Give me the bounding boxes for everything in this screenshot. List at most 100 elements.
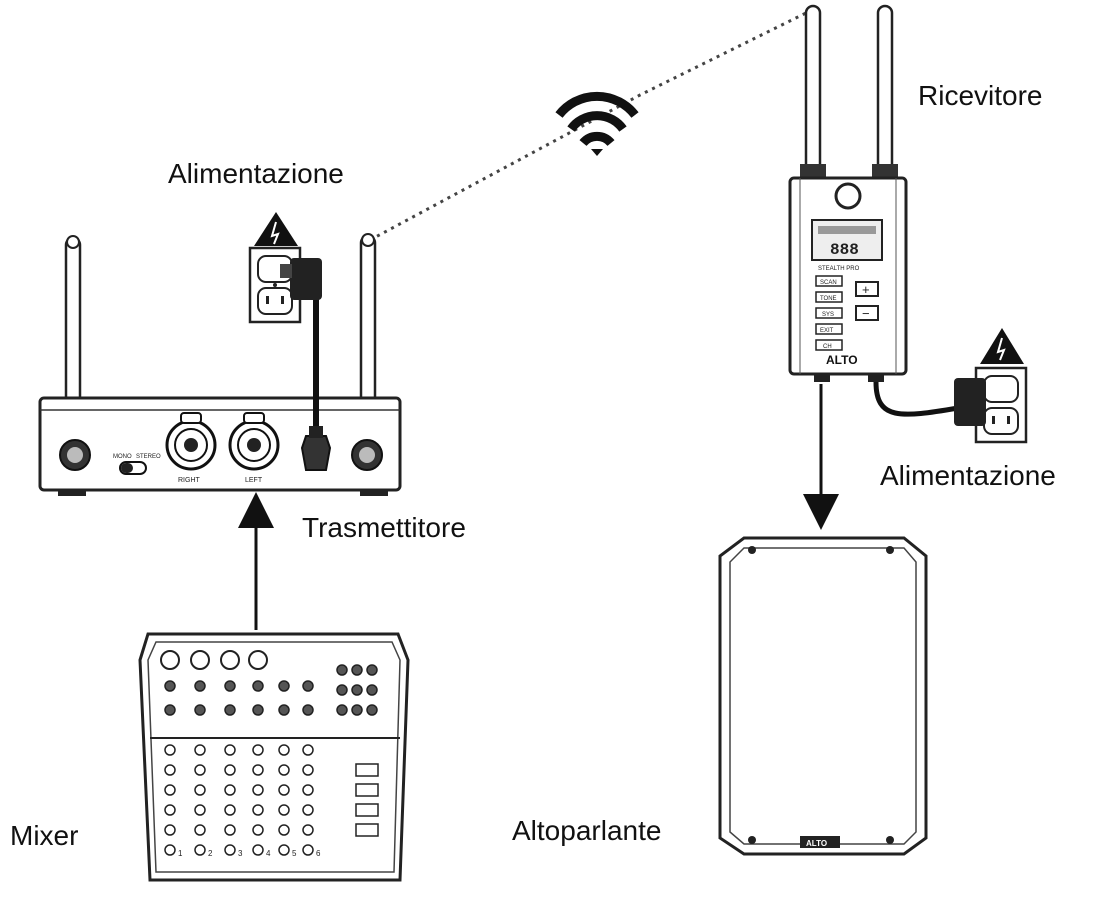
mixer-knob[interactable] (278, 804, 290, 816)
mixer-knob[interactable] (366, 684, 378, 696)
mixer-knob[interactable] (302, 744, 314, 756)
mixer-knob[interactable] (366, 664, 378, 676)
minus-button[interactable]: − (855, 305, 879, 321)
mixer-knob[interactable] (194, 764, 206, 776)
receiver-label: Ricevitore (918, 80, 1043, 111)
mixer-knob[interactable] (164, 824, 176, 836)
speaker-unit: ALTO (718, 536, 928, 856)
lcd-digits: 888 (830, 241, 859, 259)
wireless-link-line (369, 10, 809, 242)
mixer-channel-number: 3 (238, 849, 243, 858)
mixer-knob[interactable] (194, 844, 206, 856)
mixer-knob[interactable] (194, 784, 206, 796)
mixer-knob[interactable] (252, 764, 264, 776)
mixer-knob[interactable] (252, 704, 264, 716)
mixer-knob[interactable] (164, 844, 176, 856)
svg-text:TONE: TONE (820, 296, 837, 302)
mixer-xlr-input[interactable] (220, 650, 240, 670)
output-jack-left[interactable] (228, 412, 280, 471)
mixer-knob[interactable] (224, 844, 236, 856)
mixer-knob[interactable] (278, 784, 290, 796)
receiver-unit: 888 STEALTH PRO SCAN TONE SYS EXIT CH + (788, 4, 908, 382)
mixer-knob[interactable] (302, 704, 314, 716)
receiver-button-scan[interactable]: SCAN (815, 275, 843, 287)
mixer-button[interactable] (355, 803, 379, 817)
mixer-knob[interactable] (252, 784, 264, 796)
warning-icon (254, 212, 298, 246)
mixer-knob[interactable] (302, 764, 314, 776)
mixer-knob[interactable] (351, 664, 363, 676)
mixer-button[interactable] (355, 783, 379, 797)
mixer-knob[interactable] (336, 704, 348, 716)
mixer-knob[interactable] (224, 744, 236, 756)
mixer-knob[interactable] (224, 680, 236, 692)
mixer-knob[interactable] (278, 824, 290, 836)
mixer-knob[interactable] (194, 824, 206, 836)
mixer-knob[interactable] (336, 684, 348, 696)
svg-text:−: − (862, 306, 870, 321)
mixer-knob[interactable] (224, 704, 236, 716)
receiver-button-ch[interactable]: CH (815, 339, 843, 351)
mixer-knob[interactable] (164, 704, 176, 716)
mixer-xlr-input[interactable] (160, 650, 180, 670)
mixer-knob[interactable] (164, 744, 176, 756)
mixer-knob[interactable] (194, 704, 206, 716)
mixer-knob[interactable] (224, 764, 236, 776)
mixer-knob[interactable] (164, 784, 176, 796)
volume-knob[interactable] (834, 182, 862, 210)
mixer-knob[interactable] (252, 824, 264, 836)
receiver-button-exit[interactable]: EXIT (815, 323, 843, 335)
receiver-logo: ALTO (826, 353, 858, 367)
mixer-knob[interactable] (252, 680, 264, 692)
mixer-knob[interactable] (224, 824, 236, 836)
mixer-xlr-input[interactable] (190, 650, 210, 670)
mixer-knob[interactable] (351, 704, 363, 716)
mixer-knob[interactable] (278, 704, 290, 716)
mixer-knob[interactable] (164, 804, 176, 816)
mixer-knob[interactable] (302, 680, 314, 692)
model-label: STEALTH PRO (818, 266, 860, 272)
svg-text:EXIT: EXIT (820, 328, 834, 334)
mixer-button[interactable] (355, 763, 379, 777)
mixer-knob[interactable] (164, 680, 176, 692)
mixer-knob[interactable] (278, 680, 290, 692)
mixer-knob[interactable] (302, 804, 314, 816)
mixer-channel-number: 2 (208, 849, 213, 858)
receiver-button-tone[interactable]: TONE (815, 291, 843, 303)
mixer-knob[interactable] (194, 744, 206, 756)
mixer-knob[interactable] (252, 744, 264, 756)
mixer-label: Mixer (10, 820, 79, 851)
mono-stereo-switch[interactable] (119, 461, 147, 475)
mixer-controls[interactable] (160, 650, 379, 856)
mixer-knob[interactable] (302, 844, 314, 856)
mixer-channel-number: 1 (178, 849, 183, 858)
mixer-channel-number: 6 (316, 849, 321, 858)
mixer-knob[interactable] (194, 680, 206, 692)
mixer-knob[interactable] (164, 764, 176, 776)
receiver-button-sys[interactable]: SYS (815, 307, 843, 319)
mixer-knob[interactable] (278, 744, 290, 756)
mixer-knob[interactable] (194, 804, 206, 816)
mixer-knob[interactable] (252, 844, 264, 856)
mixer-knob[interactable] (224, 784, 236, 796)
mixer-knob[interactable] (252, 804, 264, 816)
mixer-knob[interactable] (302, 784, 314, 796)
jack-left-label: LEFT (245, 477, 263, 484)
warning-icon-right (980, 328, 1024, 364)
mixer-knob[interactable] (366, 704, 378, 716)
mixer-knob[interactable] (302, 824, 314, 836)
plus-button[interactable]: + (855, 281, 879, 297)
output-jack-right[interactable] (165, 412, 217, 471)
mixer-knob[interactable] (336, 664, 348, 676)
mixer-button[interactable] (355, 823, 379, 837)
mixer-knob[interactable] (278, 764, 290, 776)
mixer-knob[interactable] (351, 684, 363, 696)
mixer-knob[interactable] (224, 804, 236, 816)
mixer-xlr-input[interactable] (248, 650, 268, 670)
power-outlet-left (248, 212, 322, 324)
mixer-knob[interactable] (278, 844, 290, 856)
speaker-label: Altoparlante (512, 815, 662, 846)
power-label-left: Alimentazione (168, 158, 344, 189)
